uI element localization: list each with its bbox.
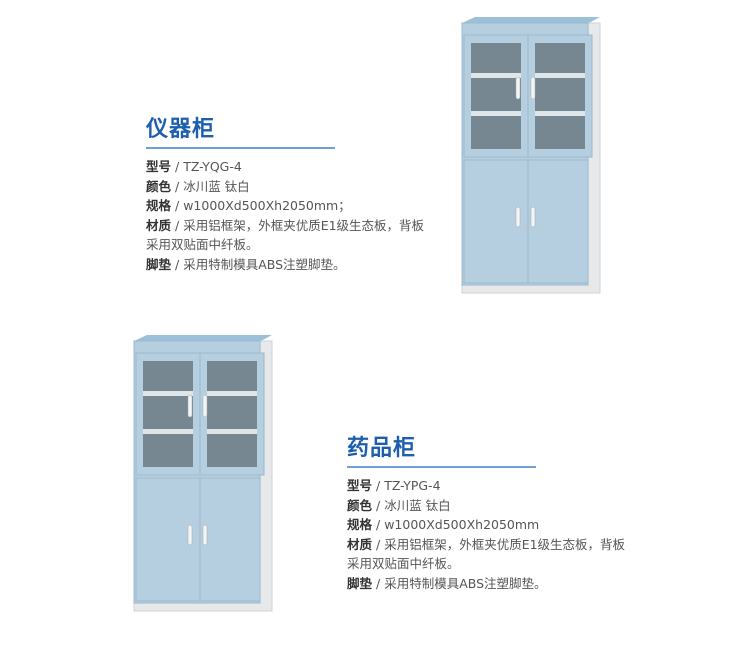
medicine-cabinet-image (131, 333, 273, 613)
instrument-cabinet-spec: 仪器柜型号 / TZ-YQG-4 颜色 / 冰川蓝 钛白规格 / w1000Xd5… (146, 116, 424, 274)
spec-value: w1000Xd500Xh2050mm (384, 517, 540, 532)
spec-label: 颜色 (146, 178, 172, 194)
spec-label: 脚垫 (146, 256, 172, 272)
spec-label: 型号 (146, 159, 172, 174)
spec-line: 规格 / w1000Xd500Xh2050mm (347, 517, 540, 532)
spec-line: 型号 / TZ-YQG-4 (146, 159, 242, 174)
spec-line: 采用双贴面中纤板。 (347, 554, 625, 574)
spec-value: w1000Xd500Xh2050mm； (183, 198, 351, 213)
spec-label: 材质 (347, 536, 373, 552)
spec-line: 材质 / 采用铝框架，外框夹优质E1级生态板，背板 (146, 217, 425, 233)
spec-value: 采用双贴面中纤板。 (347, 556, 460, 571)
spec-line: 规格 / w1000Xd500Xh2050mm； (146, 198, 351, 213)
product-title: 药品柜 (347, 436, 417, 461)
spec-value: TZ-YQG-4 (183, 159, 242, 174)
spec-line: 脚垫 / 采用特制模具ABS注塑脚垫。 (146, 256, 346, 272)
spec-value: 采用特制模具ABS注塑脚垫。 (183, 256, 346, 272)
spec-label: 材质 (146, 217, 172, 233)
title-underline (347, 466, 536, 468)
spec-label: 规格 (146, 198, 172, 213)
spec-value: 采用铝框架，外框夹优质E1级生态板，背板 (183, 217, 425, 233)
spec-value: 采用双贴面中纤板。 (146, 237, 259, 252)
spec-line: 脚垫 / 采用特制模具ABS注塑脚垫。 (347, 575, 547, 591)
medicine-cabinet-spec: 药品柜型号 / TZ-YPG-4 颜色 / 冰川蓝 钛白规格 / w1000Xd5… (347, 435, 625, 593)
spec-label: 型号 (347, 478, 373, 493)
spec-line: 型号 / TZ-YPG-4 (347, 478, 441, 493)
spec-value: 采用铝框架，外框夹优质E1级生态板，背板 (384, 536, 626, 552)
spec-value: 冰川蓝 钛白 (384, 497, 451, 513)
spec-value: 采用特制模具ABS注塑脚垫。 (384, 575, 547, 591)
spec-label: 脚垫 (347, 575, 373, 591)
instrument-cabinet-image (459, 15, 601, 295)
spec-line: 颜色 / 冰川蓝 钛白 (347, 497, 451, 513)
spec-label: 颜色 (347, 497, 373, 513)
spec-label: 规格 (347, 517, 373, 532)
product-title: 仪器柜 (146, 117, 216, 142)
spec-value: TZ-YPG-4 (384, 478, 441, 493)
title-underline (146, 147, 335, 149)
spec-line: 颜色 / 冰川蓝 钛白 (146, 178, 250, 194)
spec-value: 冰川蓝 钛白 (183, 178, 250, 194)
spec-line: 材质 / 采用铝框架，外框夹优质E1级生态板，背板 (347, 536, 626, 552)
spec-line: 采用双贴面中纤板。 (146, 235, 424, 255)
